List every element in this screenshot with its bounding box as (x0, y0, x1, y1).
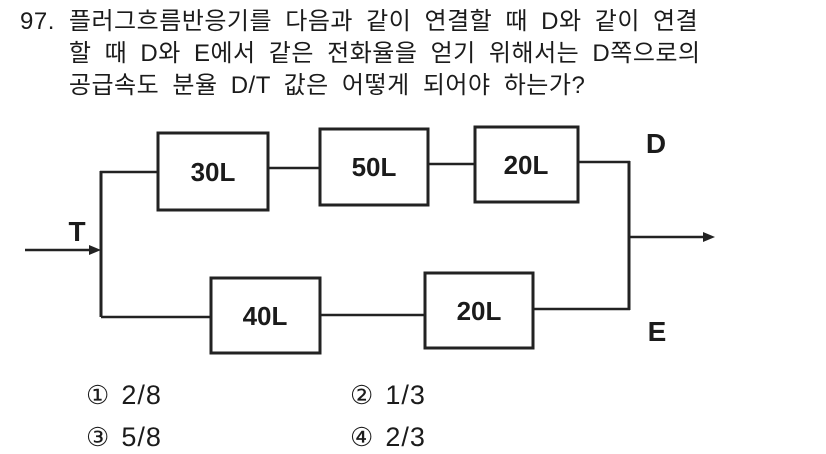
reactor-box-20L-top (473, 125, 580, 204)
reactor-box-40L (209, 276, 322, 355)
choice-3: ③ 5/8 (86, 421, 162, 453)
choice-3-value: 5/8 (121, 422, 162, 452)
question-line-2: 할 때 D와 E에서 같은 전화율을 얻기 위해서는 D쪽으로의 (68, 40, 701, 67)
question-line-1: 플러그흐름반응기를 다음과 같이 연결할 때 D와 같이 연결 (68, 8, 699, 35)
choice-4-value: 2/3 (385, 422, 426, 452)
choice-4: ④ 2/3 (350, 421, 426, 453)
question-block: 97. 플러그흐름반응기를 다음과 같이 연결할 때 D와 같이 연결 할 때 … (20, 6, 810, 102)
outlet-label-E: E (648, 316, 667, 347)
reactor-label-20L-bottom: 20L (457, 296, 502, 326)
reactor-box-50L (318, 127, 430, 207)
question-number: 97. (20, 8, 55, 35)
outlet-label-D: D (646, 128, 666, 159)
choice-2-value: 1/3 (385, 380, 426, 410)
reactor-flow-diagram: 30L 50L 20L 40L 20L T D E (25, 125, 715, 355)
choice-1-marker: ① (86, 380, 110, 410)
choice-3-marker: ③ (86, 422, 110, 452)
question-text: 플러그흐름반응기를 다음과 같이 연결할 때 D와 같이 연결 할 때 D와 E… (69, 6, 810, 102)
choice-2: ② 1/3 (350, 379, 426, 411)
product-arrowhead-icon (703, 232, 715, 242)
choice-4-marker: ④ (350, 422, 374, 452)
choice-2-marker: ② (350, 380, 374, 410)
reactor-label-20L-top: 20L (504, 150, 549, 180)
reactor-label-50L: 50L (352, 152, 397, 182)
choice-1-value: 2/8 (121, 380, 162, 410)
reactor-box-20L-bottom (423, 271, 535, 350)
choice-1: ① 2/8 (86, 379, 162, 411)
feed-label-T: T (68, 216, 85, 247)
reactor-label-40L: 40L (243, 301, 288, 331)
reactor-label-30L: 30L (191, 157, 236, 187)
question-line-3: 공급속도 분율 D/T 값은 어떻게 되어야 하는가? (68, 72, 586, 99)
feed-arrowhead-icon (89, 245, 101, 255)
reactor-box-30L (156, 131, 270, 212)
